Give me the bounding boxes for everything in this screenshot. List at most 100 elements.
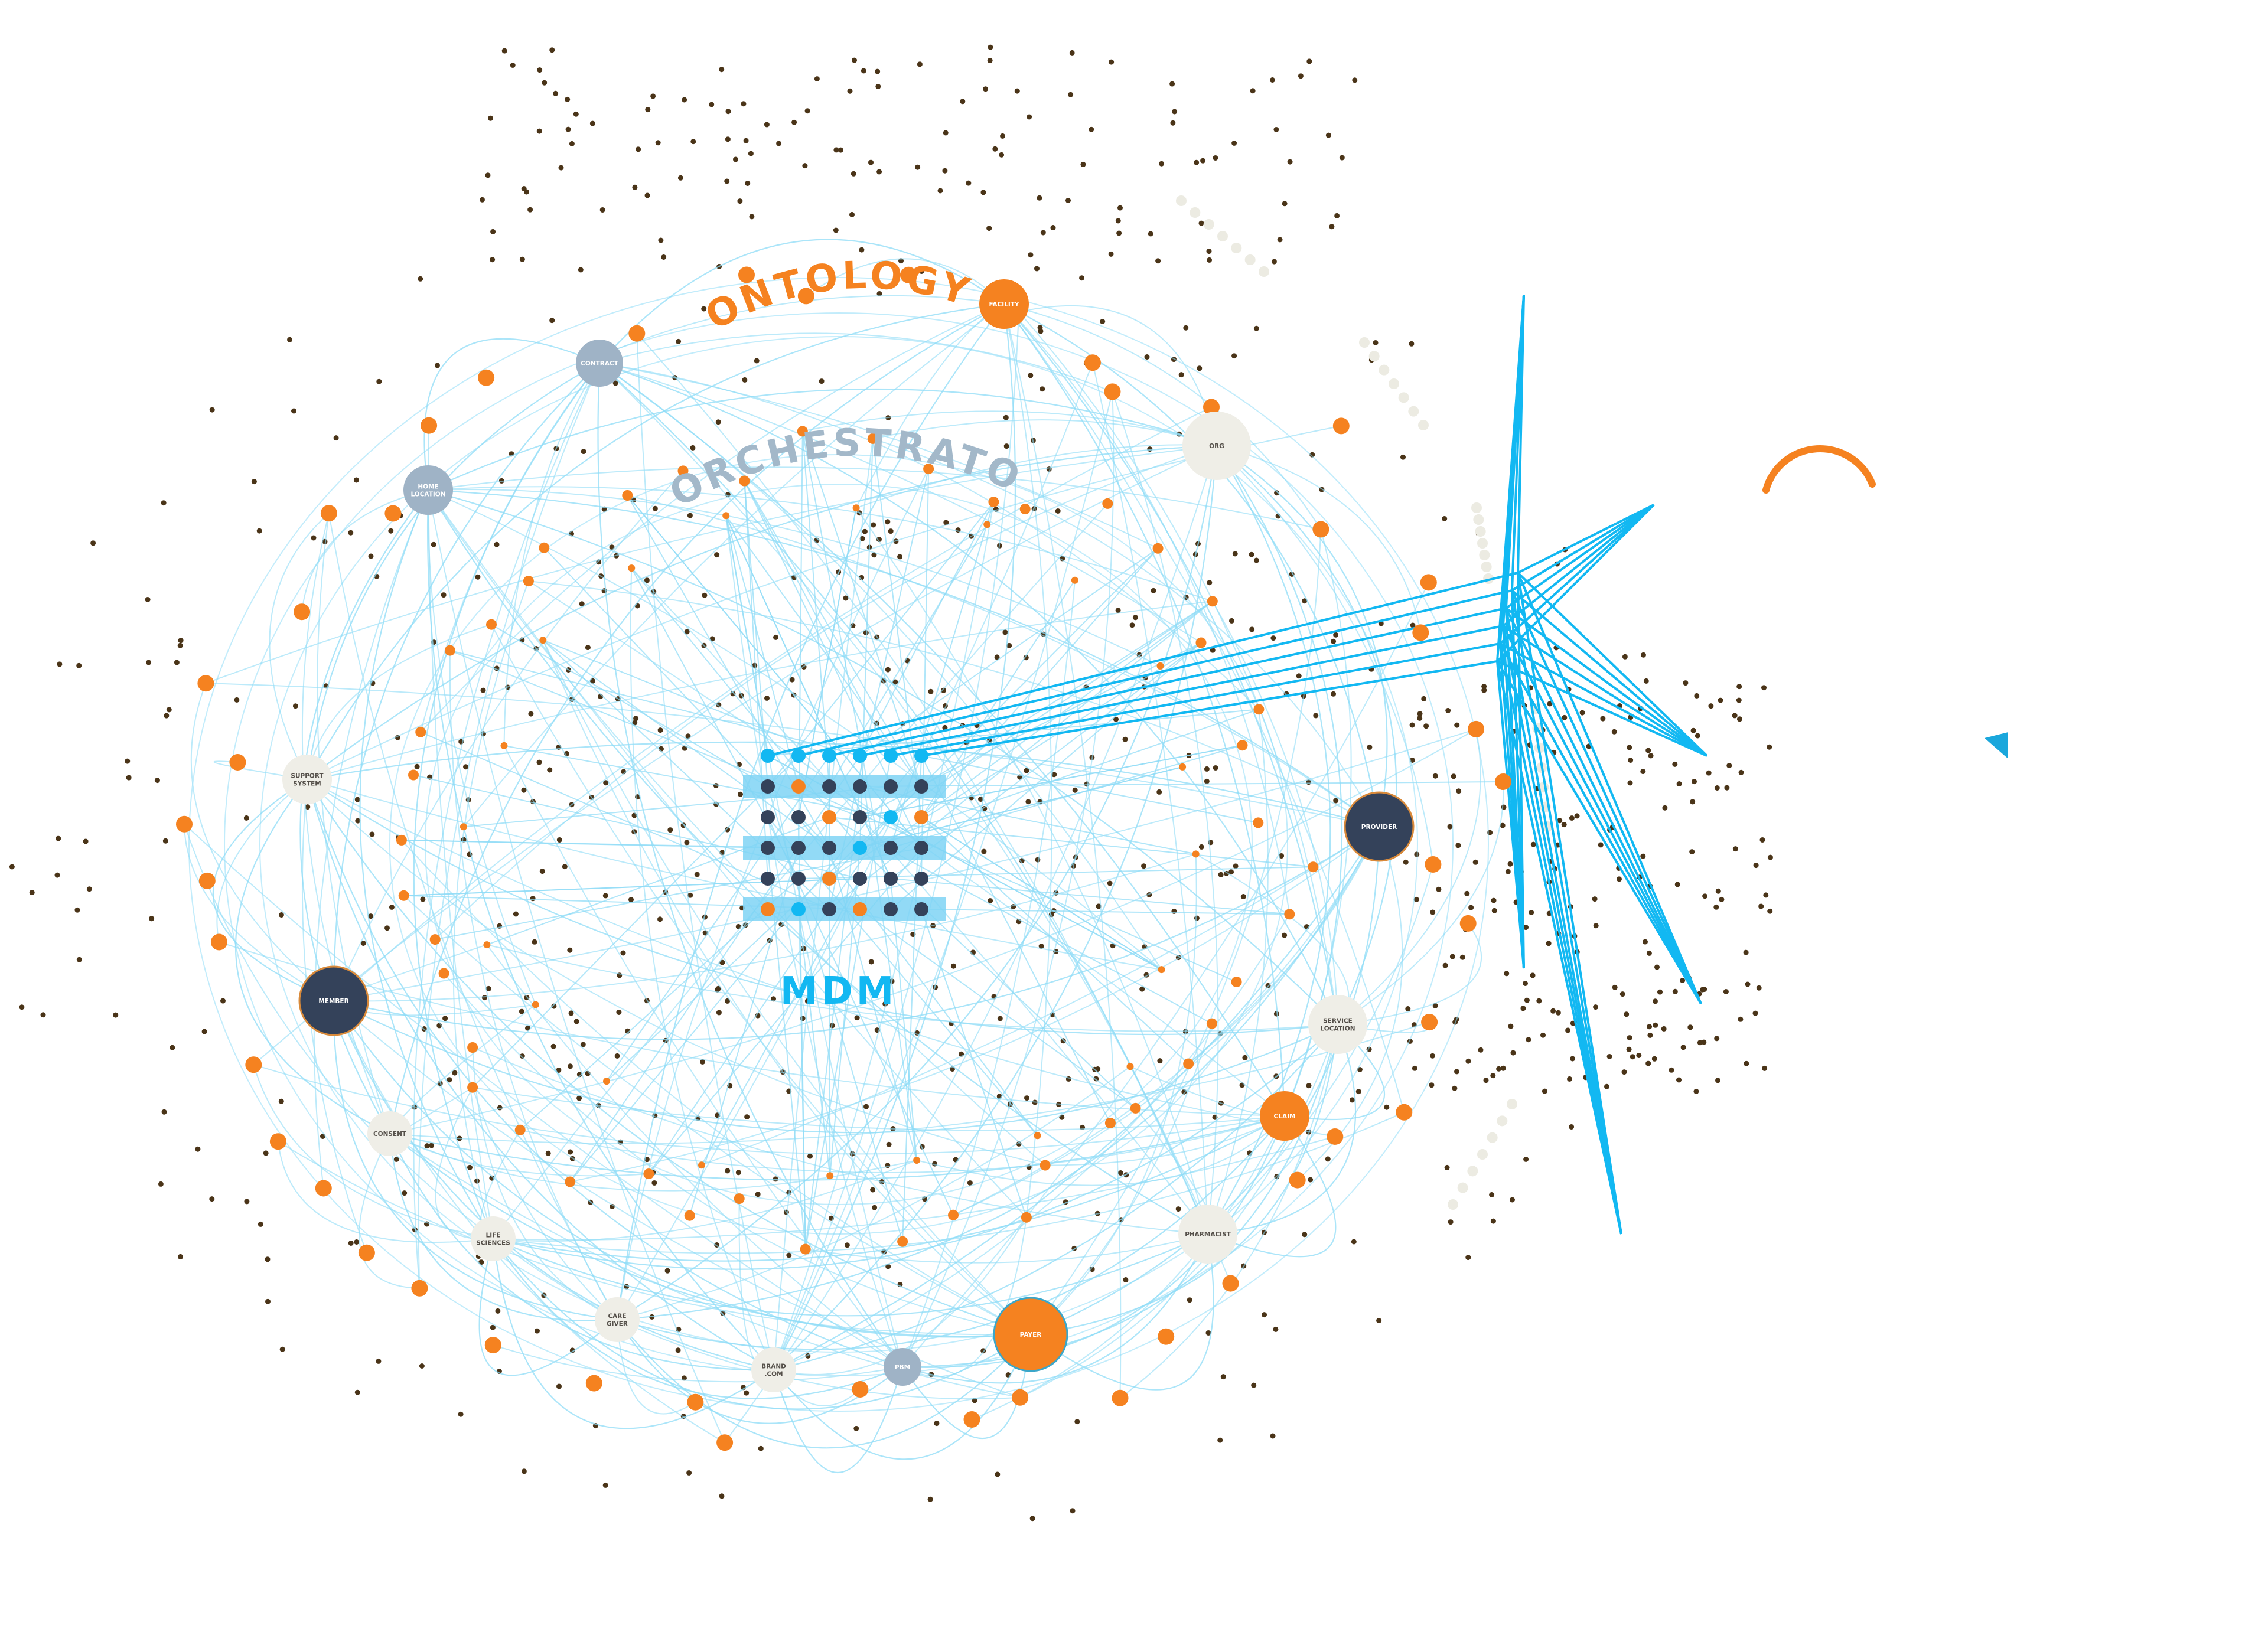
scatter-dot (657, 916, 663, 922)
trail-dot (1479, 550, 1490, 560)
ring-node-dot (444, 645, 455, 656)
scatter-dot (113, 1012, 119, 1018)
scatter-dot (1200, 158, 1206, 164)
scatter-dot (419, 1363, 425, 1369)
scatter-dot (556, 837, 562, 843)
scatter-dot (773, 1176, 778, 1182)
scatter-dot (485, 172, 491, 178)
connection-line (1003, 303, 1122, 1398)
scatter-dot (76, 957, 82, 962)
ring-node-dot (398, 890, 409, 901)
scatter-dot (178, 638, 184, 644)
node-label: PAYER (1020, 1331, 1042, 1339)
connection-line (636, 333, 774, 1370)
scatter-dot (569, 1347, 575, 1353)
scatter-dot (19, 1004, 25, 1010)
node-pharmacist: PHARMACIST (1178, 1205, 1237, 1264)
trail-dot (1176, 195, 1187, 206)
connection-line (359, 489, 494, 1239)
connection-line (427, 489, 774, 1370)
scatter-dot (57, 661, 63, 667)
fan-ray (798, 589, 1513, 757)
scatter-dot (1014, 88, 1020, 94)
scatter-dot (1523, 981, 1528, 986)
connection-line (617, 1319, 1031, 1449)
scatter-dot (1072, 787, 1078, 793)
trail-dot (1217, 231, 1228, 241)
connection-line (307, 624, 492, 780)
ring-node-dot (483, 941, 491, 949)
connection-line (1337, 729, 1481, 1025)
node-label: LOCATION (410, 491, 445, 498)
scatter-dot (814, 76, 820, 82)
scatter-dot (1598, 842, 1604, 848)
scatter-dot (1491, 908, 1497, 913)
scatter-dot (1198, 844, 1204, 850)
scatter-dot (1282, 201, 1288, 207)
mdm-cell-dot (884, 749, 898, 763)
mdm-cell-dot (853, 902, 867, 916)
connection-line (190, 683, 334, 1001)
scatter-dot (937, 188, 943, 194)
connection-line (890, 878, 918, 1161)
scatter-dot (1423, 723, 1429, 729)
scatter-dot (1762, 1065, 1768, 1071)
scatter-dot (612, 380, 618, 386)
scatter-dot (1736, 697, 1742, 703)
connection-line (389, 1133, 774, 1371)
connection-line (403, 878, 861, 896)
connection-line (599, 363, 1202, 644)
scatter-dot (657, 727, 663, 733)
connection-line (307, 779, 1031, 1336)
scatter-dot (1249, 626, 1255, 632)
scatter-dot (934, 1421, 940, 1427)
fan-ray (1499, 504, 1655, 645)
connection-line (773, 1334, 1032, 1460)
scatter-dot (868, 959, 874, 965)
scatter-dot (690, 445, 696, 451)
connection-line (184, 824, 903, 1367)
connection-line (487, 944, 1338, 1032)
scatter-dot (716, 1010, 722, 1016)
scatter-dot (532, 939, 537, 945)
scatter-dot (709, 102, 715, 107)
scatter-dot (567, 1063, 573, 1069)
scatter-dot (567, 947, 573, 953)
scatter-dot (521, 1468, 527, 1474)
scatter-dot (1155, 258, 1161, 264)
scatter-dot (725, 998, 731, 1004)
ring-node-dot (1231, 977, 1242, 987)
scatter-dot (1454, 722, 1460, 728)
ring-node-dot (438, 968, 449, 979)
scatter-dot (1491, 897, 1497, 903)
scatter-dot (1271, 259, 1277, 265)
scatter-dot (1231, 353, 1237, 359)
connection-line (253, 1064, 494, 1239)
scatter-dot (755, 1192, 761, 1197)
scatter-dot (843, 595, 849, 601)
scatter-dot (733, 156, 738, 162)
scatter-dot (1574, 813, 1580, 819)
mdm-cell-dot (914, 779, 928, 794)
scatter-dot (994, 654, 1000, 660)
scatter-dot (1724, 785, 1730, 791)
connection-line (921, 817, 1162, 970)
connection-line (773, 1217, 1027, 1375)
connection-line (299, 489, 429, 1134)
scatter-dot (1000, 133, 1005, 139)
scatter-dot (1089, 126, 1094, 132)
node-label: MEMBER (318, 998, 348, 1005)
scatter-dot (1325, 132, 1331, 138)
connection-line (569, 755, 861, 1183)
node-label: PROVIDER (1361, 824, 1397, 831)
scatter-dot (1646, 950, 1652, 956)
scatter-dot (521, 787, 527, 793)
scatter-dot (1624, 1011, 1630, 1017)
scatter-dot (603, 780, 609, 786)
scatter-dot (1680, 1045, 1686, 1050)
scatter-dot (983, 86, 989, 92)
node-payer: PAYER (993, 1297, 1068, 1372)
connection-line (1211, 600, 1338, 1025)
trail-dot (1473, 514, 1484, 525)
scatter-dot (1626, 1046, 1632, 1052)
